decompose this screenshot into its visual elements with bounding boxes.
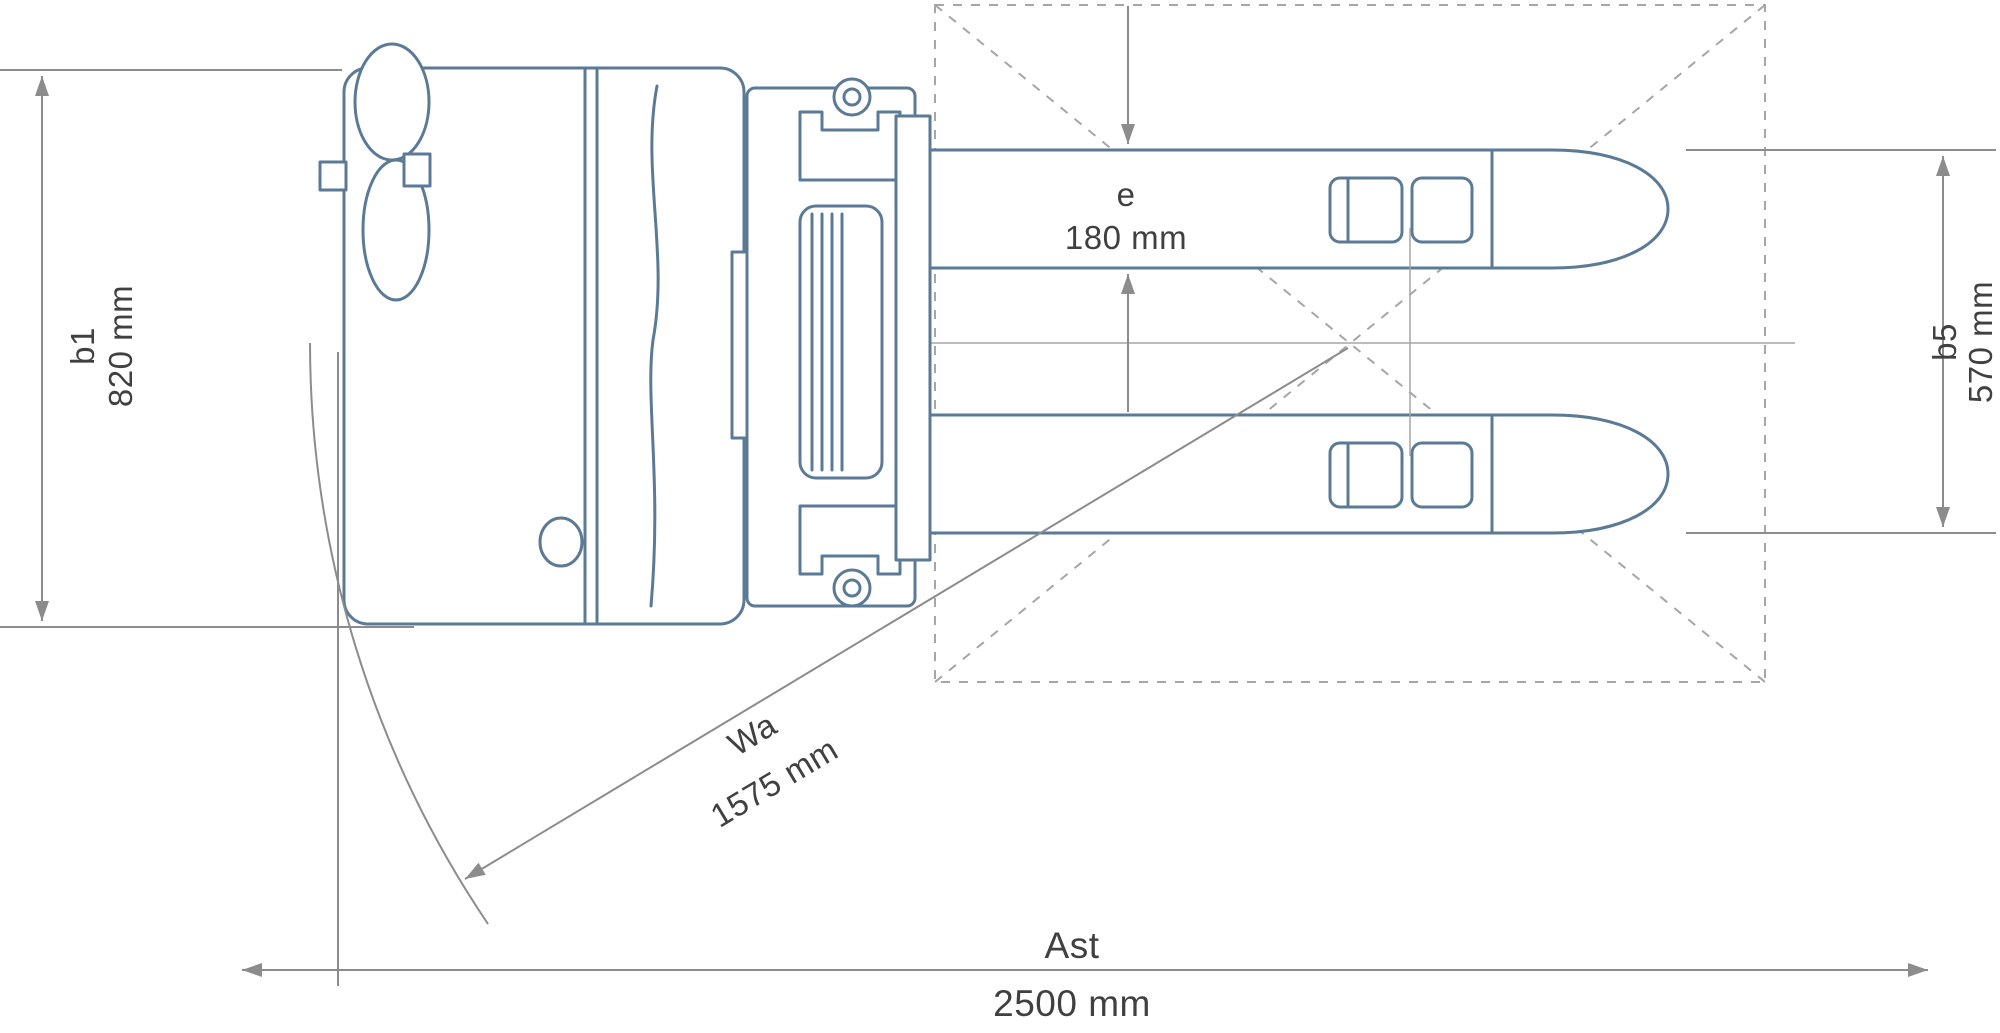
fork-bottom: [916, 413, 1670, 535]
fork-carriage: [745, 77, 917, 608]
b5-label: b5: [1926, 323, 1963, 361]
carriage-bolt-top: [832, 77, 872, 117]
drive-wheel-upper: [353, 42, 431, 162]
b1-label: b1: [64, 327, 101, 365]
wa-dimension-line: [464, 347, 1349, 880]
carriage-bolt-bottom: [832, 568, 872, 608]
axle-tab-left: [318, 160, 348, 192]
dimension-b5: b5 570 mm: [1686, 149, 1999, 534]
carriage-bolt-top-inner: [842, 87, 862, 107]
axle-tab-inner: [402, 152, 432, 188]
fork-bottom-outline: [916, 413, 1670, 535]
dimension-b1: b1 820 mm: [0, 69, 414, 628]
e-value: 180 mm: [1065, 219, 1187, 256]
b1-value: 820 mm: [102, 285, 139, 407]
cover-seam-curve: [649, 84, 660, 608]
side-handle: [730, 250, 749, 440]
dimension-e: e 180 mm: [1065, 6, 1187, 412]
fork-bottom-roller-right: [1410, 441, 1474, 509]
b5-value: 570 mm: [1962, 281, 1999, 403]
ast-label: Ast: [1045, 925, 1100, 966]
fork-top-roller-right: [1410, 176, 1474, 244]
fork-top-outline: [916, 148, 1670, 270]
fork-bottom-roller-left: [1328, 441, 1404, 509]
e-label: e: [1117, 176, 1136, 213]
truck-body: [318, 42, 749, 626]
carriage-bolt-bottom-inner: [842, 578, 862, 598]
body-cap-circle: [538, 516, 584, 568]
turning-radius-arc: [309, 342, 489, 925]
load-outline-dashed: [934, 4, 1766, 683]
ast-value: 2500 mm: [993, 983, 1151, 1024]
fork-top-roller-left: [1328, 176, 1404, 244]
fork-top: [916, 148, 1670, 270]
drive-wheel-lower: [361, 158, 431, 302]
fork-mount-bar: [894, 114, 932, 562]
dimension-ast: Ast 2500 mm: [242, 352, 1928, 1024]
load-footprint: [934, 4, 1766, 683]
